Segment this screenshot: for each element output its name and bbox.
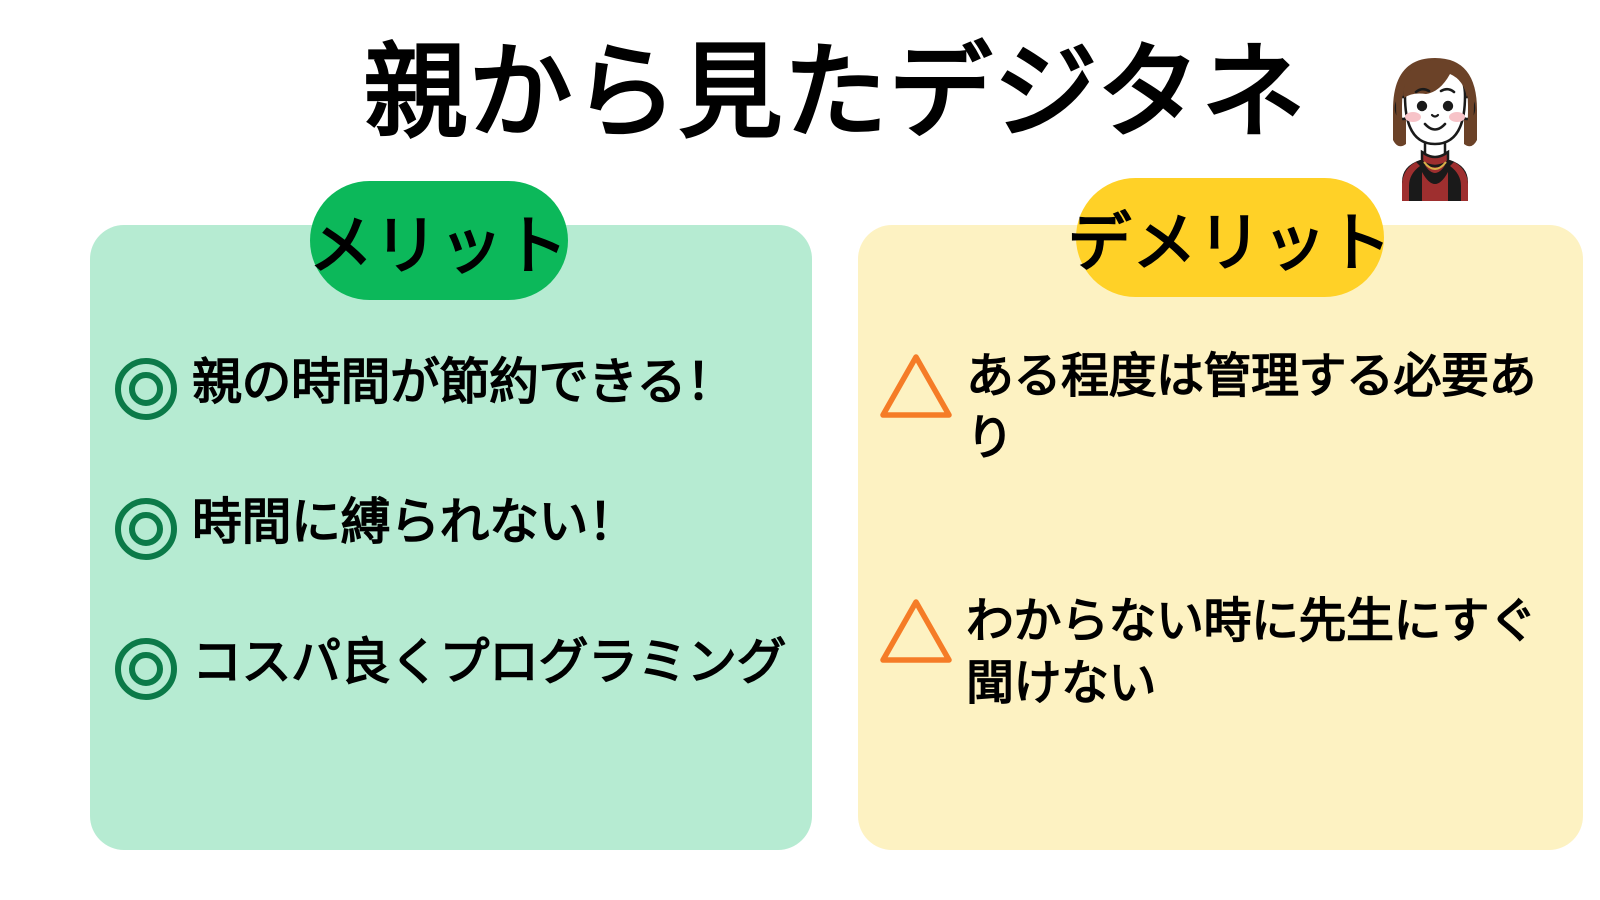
merit-item-text: コスパ良くプログラミング — [192, 633, 787, 691]
header: 親から見たデジタネ — [0, 18, 1600, 201]
merit-list-item: 親の時間が節約できる！ — [100, 350, 805, 490]
warning-triangle-icon — [866, 345, 966, 421]
page-title: 親から見たデジタネ — [363, 31, 1307, 153]
merit-panel — [90, 225, 812, 850]
avatar — [1360, 36, 1510, 201]
merit-badge-label: メリット — [309, 209, 569, 284]
demerit-list-item: わからない時に先生にすぐ聞けない — [866, 590, 1576, 835]
double-circle-icon — [100, 630, 192, 702]
warning-triangle-icon — [866, 590, 966, 666]
merit-list-item: コスパ良くプログラミング — [100, 630, 805, 770]
merit-item-text: 親の時間が節約できる！ — [192, 353, 736, 411]
woman-avatar-icon — [1393, 58, 1477, 201]
demerit-list: ある程度は管理する必要あり わからない時に先生にすぐ聞けない — [866, 345, 1576, 835]
demerit-list-item: ある程度は管理する必要あり — [866, 345, 1576, 590]
merit-list: 親の時間が節約できる！ 時間に縛られない！ コスパ良くプログラミング — [100, 350, 805, 770]
double-circle-icon — [100, 490, 192, 562]
merit-item-text: 時間に縛られない！ — [192, 493, 638, 551]
demerit-badge: デメリット — [1068, 178, 1392, 297]
demerit-item-text: わからない時に先生にすぐ聞けない — [966, 593, 1537, 711]
demerit-panel — [858, 225, 1583, 850]
demerit-item-text: ある程度は管理する必要あり — [966, 348, 1537, 466]
merit-list-item: 時間に縛られない！ — [100, 490, 805, 630]
double-circle-icon — [100, 350, 192, 422]
merit-badge: メリット — [309, 181, 569, 300]
demerit-badge-label: デメリット — [1067, 206, 1393, 281]
